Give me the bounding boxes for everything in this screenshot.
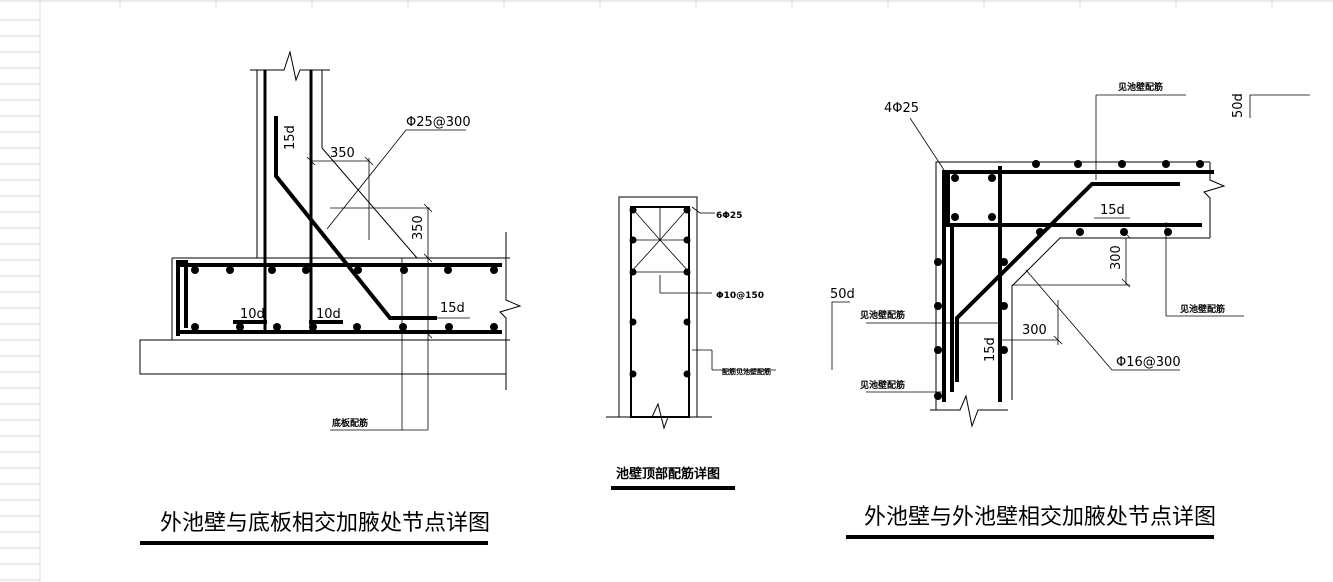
top-bars-label: 6Φ25 xyxy=(716,211,742,221)
anchor-slab-label: 15d xyxy=(440,301,465,316)
rebar-dot xyxy=(629,370,637,378)
rebar-dot xyxy=(683,206,691,214)
rebar-dot xyxy=(302,266,310,274)
dim-horizontal-label: 300 xyxy=(1022,323,1047,338)
rebar-dot xyxy=(445,323,453,331)
rebar-dot xyxy=(1036,228,1044,236)
rebar-dot xyxy=(354,266,362,274)
rebar-dot xyxy=(268,266,276,274)
rebar-dot xyxy=(236,323,244,331)
break-top-right-label: 50d xyxy=(1231,93,1246,118)
dim-horizontal-label: 350 xyxy=(330,146,355,161)
rebar-dot xyxy=(1196,160,1204,168)
anchor-top-label: 15d xyxy=(1100,203,1125,218)
break-symbol xyxy=(250,50,330,82)
rebar-dot xyxy=(988,174,996,182)
detail-right-title: 外池壁与外池壁相交加腋处节点详图 xyxy=(864,505,1216,530)
anchor-wall-label: 15d xyxy=(283,125,298,150)
ref-left-upper-label: 见池壁配筋 xyxy=(860,309,905,321)
rebar-dot xyxy=(988,213,996,221)
rebar-dot xyxy=(191,266,199,274)
rebar-dot xyxy=(683,268,691,276)
rebar-dot xyxy=(191,323,199,331)
rebar-dot xyxy=(629,236,637,244)
side-note-label: 配筋见池壁配筋 xyxy=(722,367,771,376)
slab-note-label: 底板配筋 xyxy=(332,417,368,429)
rebar-dot xyxy=(683,318,691,326)
rebar-dot xyxy=(1000,258,1008,266)
rebar-dot xyxy=(1076,228,1084,236)
detail-left-title: 外池壁与底板相交加腋处节点详图 xyxy=(160,511,490,536)
rebar-dot xyxy=(951,174,959,182)
rebar-dot xyxy=(1162,160,1170,168)
rebar-dot xyxy=(934,346,942,354)
anchor-left-label: 15d xyxy=(983,337,998,362)
rebar-dot xyxy=(683,236,691,244)
ref-right-label: 见池壁配筋 xyxy=(1180,303,1225,315)
detail-middle-title: 池壁顶部配筋详图 xyxy=(616,466,720,482)
rebar-dot xyxy=(1032,160,1040,168)
rebar-dot xyxy=(490,266,498,274)
rebar-dot xyxy=(951,213,959,221)
dim-vertical-label: 300 xyxy=(1109,245,1124,270)
rebar-dot xyxy=(353,323,361,331)
rebar-dot xyxy=(934,392,942,400)
rebar-dot xyxy=(226,266,234,274)
bar-spec-label: Φ16@300 xyxy=(1116,355,1181,370)
rebar-dot xyxy=(309,323,317,331)
hook-left-label: 10d xyxy=(240,307,265,322)
rebar-dot xyxy=(629,206,637,214)
dim-vertical-label: 350 xyxy=(411,215,426,240)
ref-top-label: 见池壁配筋 xyxy=(1118,81,1163,93)
hook-right-label: 10d xyxy=(316,307,341,322)
detail-wall-slab: Φ25@300 350 350 15d 15d 10d 10d 底板配筋 外池壁… xyxy=(139,50,522,545)
rebar-dot xyxy=(683,370,691,378)
rebar-dot xyxy=(934,258,942,266)
rebar-dot xyxy=(1000,302,1008,310)
bar-spec-label: Φ25@300 xyxy=(406,115,471,130)
stirrup-label: Φ10@150 xyxy=(716,291,764,301)
corner-bars-label: 4Φ25 xyxy=(884,101,919,116)
rebar-dot xyxy=(1074,160,1082,168)
rebar-dot xyxy=(629,268,637,276)
rebar-dot xyxy=(400,266,408,274)
rebar-dot xyxy=(399,323,407,331)
rebar-dot xyxy=(273,323,281,331)
rebar-dot xyxy=(934,302,942,310)
rebar-dot xyxy=(1164,228,1172,236)
rebar-dot xyxy=(444,266,452,274)
rebar-dot xyxy=(1000,346,1008,354)
detail-wall-wall: 4Φ25 见池壁配筋 见池壁配筋 见池壁配筋 见池壁配筋 50d 50d 15d… xyxy=(830,81,1310,539)
ref-left-lower-label: 见池壁配筋 xyxy=(860,379,905,391)
detail-wall-top: 6Φ25 Φ10@150 配筋见池壁配筋 池壁顶部配筋详图 xyxy=(606,196,776,490)
break-left-label: 50d xyxy=(830,287,855,302)
rebar-dot xyxy=(490,323,498,331)
rebar-dot xyxy=(629,318,637,326)
rebar-dot xyxy=(1118,160,1126,168)
